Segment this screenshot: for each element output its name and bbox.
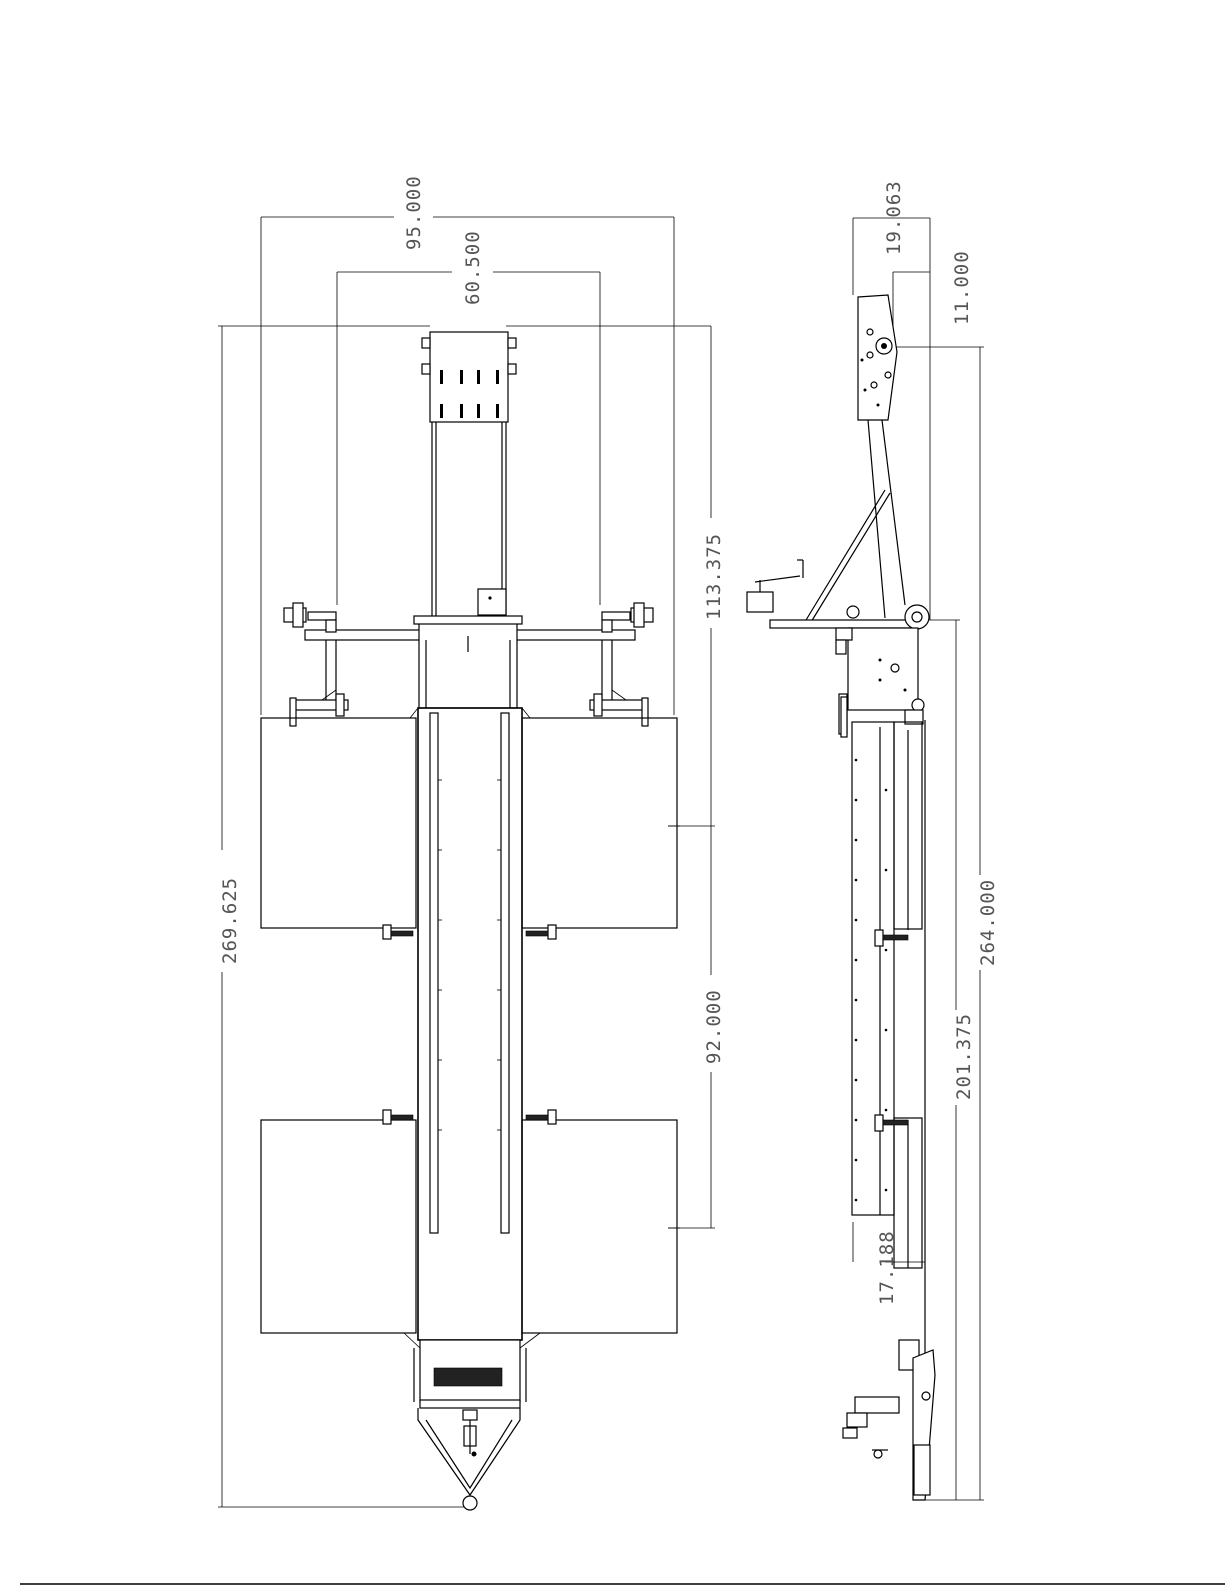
dim-label-side-height: 19.063 [883, 180, 905, 255]
dim-label-front-section: 113.375 [703, 533, 725, 620]
top-view: 95.000 60.500 269.625 113.375 [218, 175, 725, 1510]
dim-label-overall-width: 95.000 [403, 175, 425, 250]
panel-clamps [383, 925, 556, 1124]
dim-label-side-overall-length: 264.000 [977, 879, 999, 966]
dim-side-offset: 11.000 [893, 250, 973, 345]
dim-label-side-lower-length: 201.375 [953, 1013, 975, 1100]
dim-label-side-offset: 11.000 [951, 250, 973, 325]
dim-overall-length: 269.625 [218, 326, 465, 1507]
dim-side-overall-length: 264.000 [893, 347, 999, 1500]
dim-front-section: 113.375 [506, 326, 725, 826]
side-rivets [855, 759, 888, 1202]
side-view: 19.063 11.000 264.000 201.375 17.18 [747, 180, 999, 1500]
dim-side-step: 17.188 [853, 1222, 925, 1305]
dim-label-axle-width: 60.500 [462, 230, 484, 305]
dim-label-panel-spacing: 92.000 [703, 989, 725, 1064]
dim-label-overall-length: 269.625 [219, 877, 241, 964]
